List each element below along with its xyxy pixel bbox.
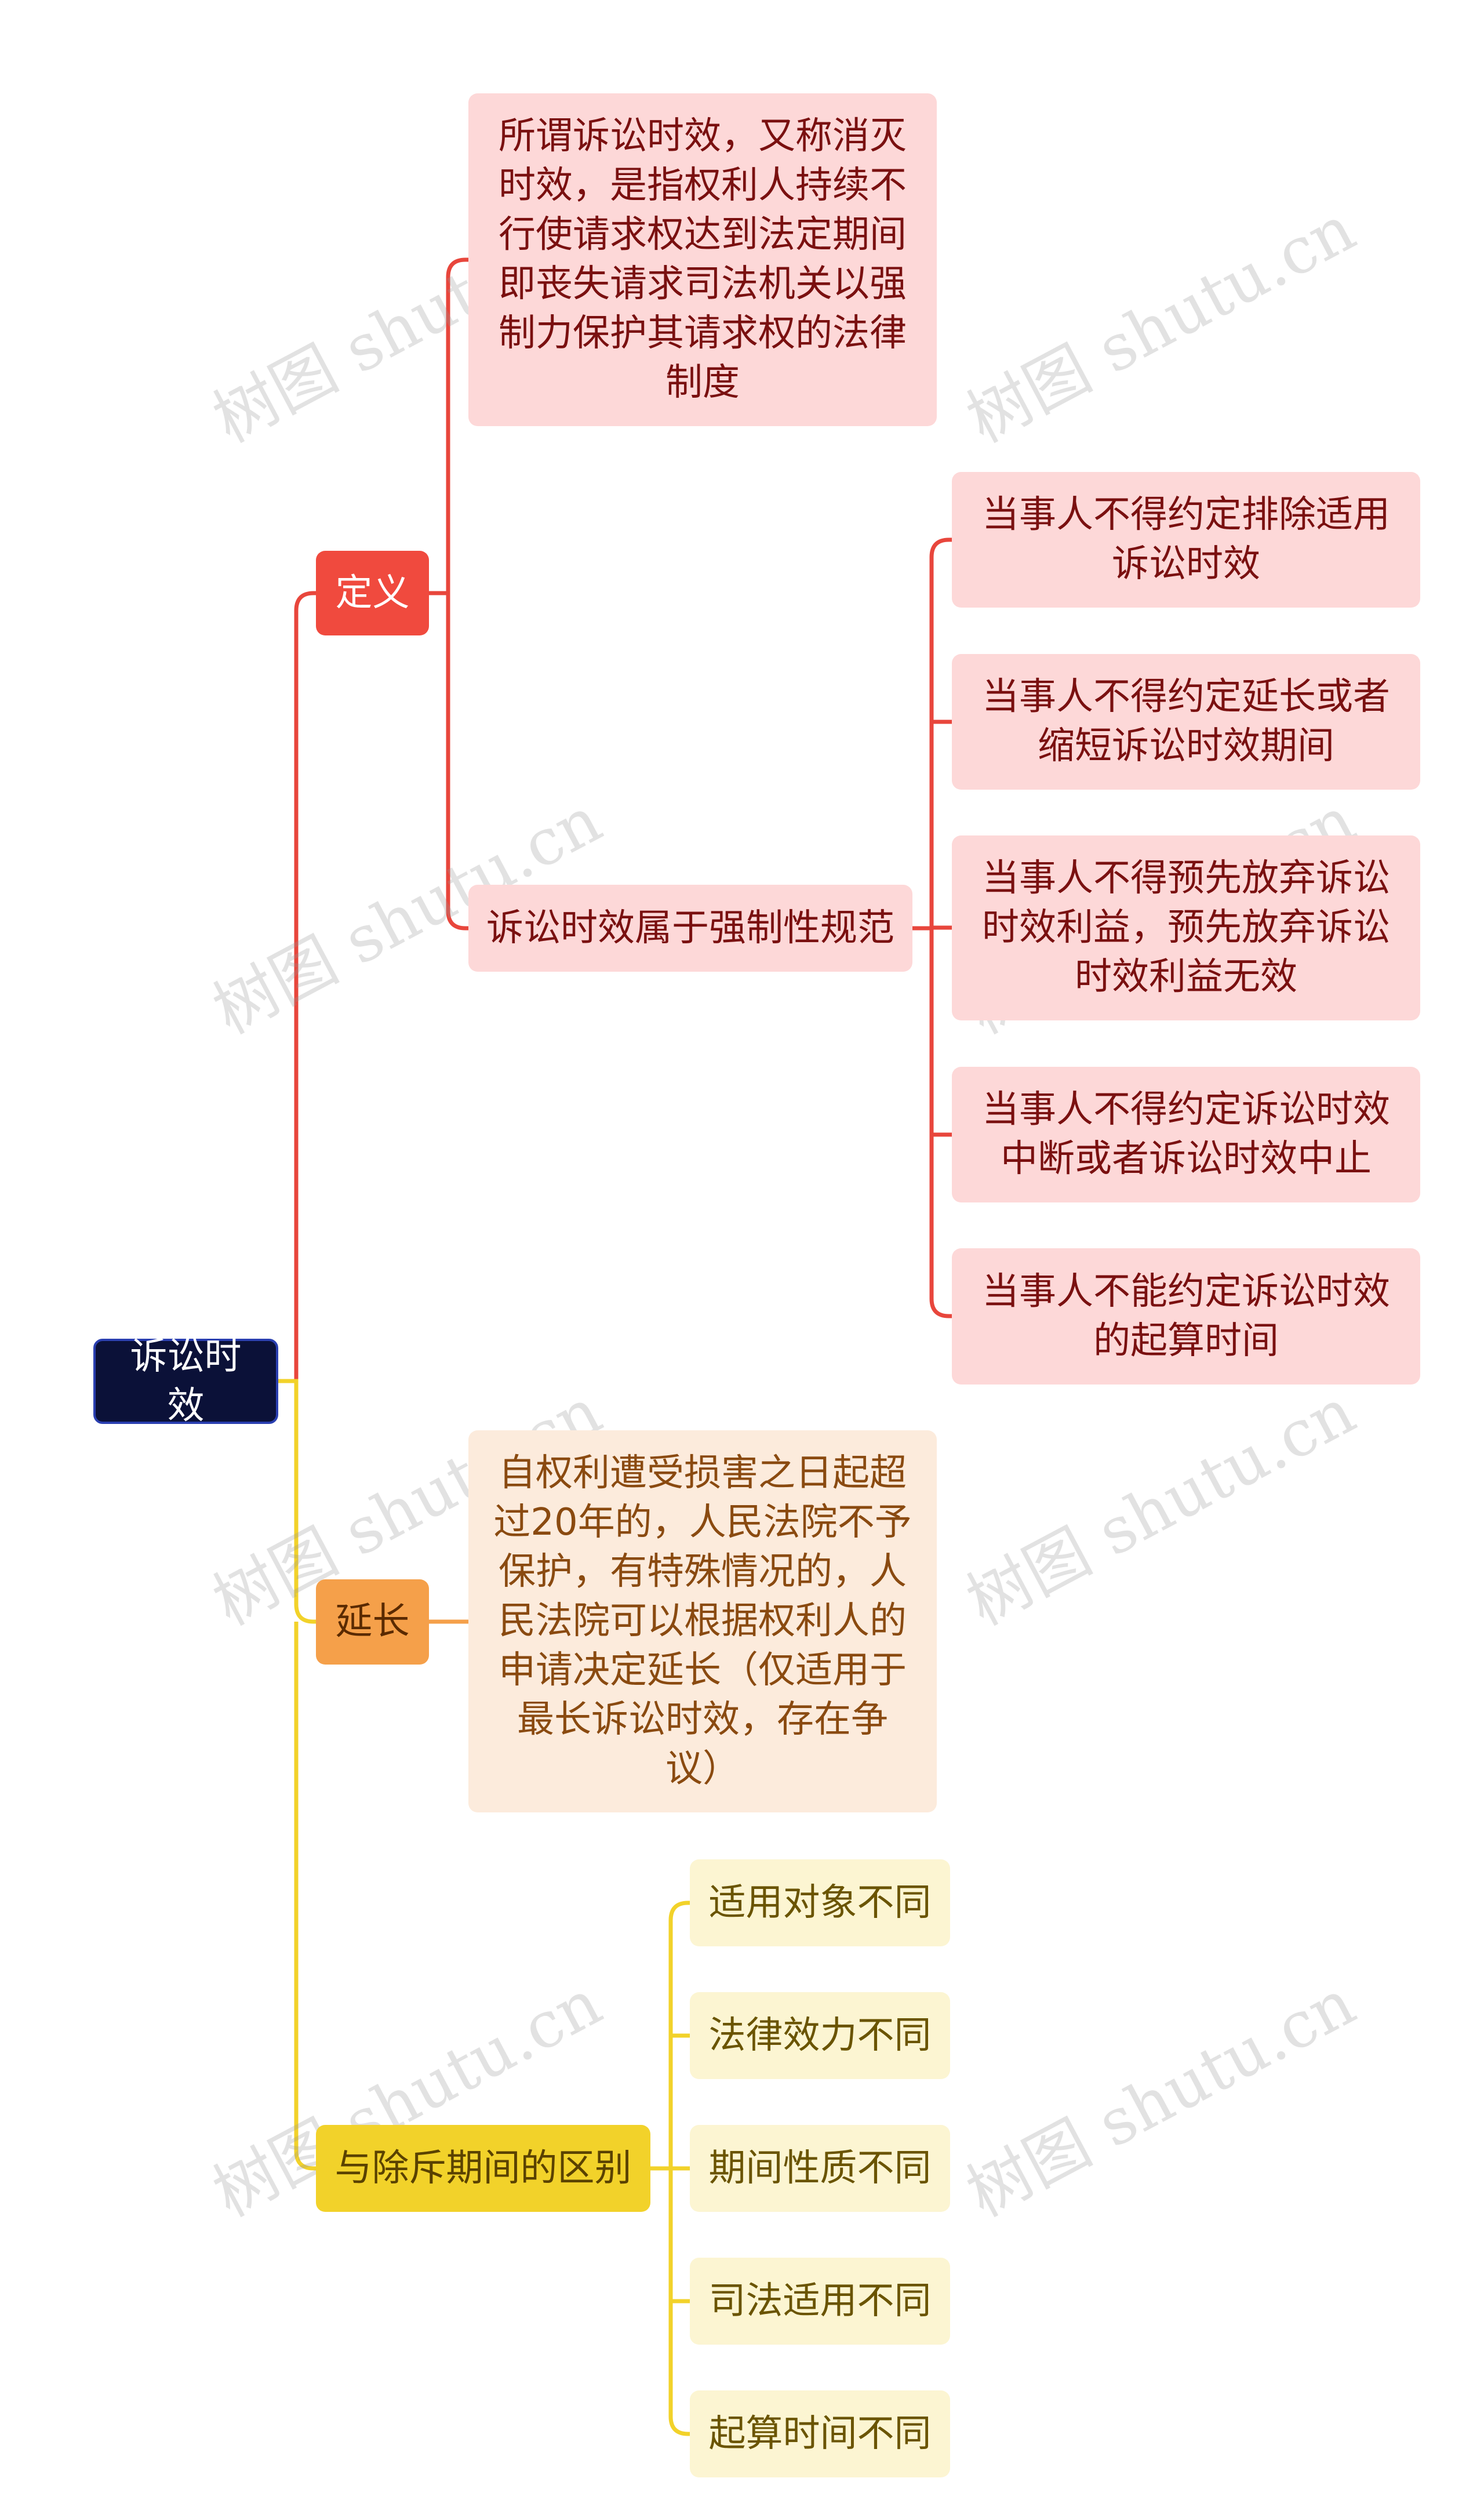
difference-item-node[interactable]: 法律效力不同 — [690, 1992, 950, 2079]
difference-item-node[interactable]: 适用对象不同 — [690, 1859, 950, 1946]
difference-item-node[interactable]: 司法适用不同 — [690, 2258, 950, 2345]
definition-node[interactable]: 定义 — [316, 551, 429, 635]
mandatory-item-node[interactable]: 当事人不得约定延长或者缩短诉讼时效期间 — [952, 654, 1420, 790]
difference-item-node[interactable]: 起算时间不同 — [690, 2390, 950, 2477]
mandatory-item-node[interactable]: 当事人不得约定排除适用诉讼时效 — [952, 472, 1420, 608]
connector-def-mandatory — [446, 593, 468, 931]
connector-root-definition — [278, 591, 316, 1383]
difference-node[interactable]: 与除斥期间的区别 — [316, 2125, 650, 2212]
extension-text-node[interactable]: 自权利遭受损害之日起超过20年的，人民法院不予保护，有特殊情况的，人民法院可以根… — [468, 1430, 937, 1812]
mandatory-item-node[interactable]: 当事人不得预先放弃诉讼时效利益，预先放弃诉讼时效利益无效 — [952, 835, 1420, 1020]
difference-item-node[interactable]: 期间性质不同 — [690, 2125, 950, 2212]
root-node[interactable]: 诉讼时效 — [93, 1335, 278, 1427]
mandatory-item-node[interactable]: 当事人不得约定诉讼时效中断或者诉讼时效中止 — [952, 1067, 1420, 1202]
connector-root-extension — [278, 1379, 316, 1624]
mandatory-item-node[interactable]: 当事人不能约定诉讼时效的起算时间 — [952, 1248, 1420, 1385]
definition-text-node[interactable]: 所谓诉讼时效，又称消灭时效，是指权利人持续不行使请求权达到法定期间即丧失请求司法… — [468, 93, 937, 426]
mandatory-norm-node[interactable]: 诉讼时效属于强制性规范 — [468, 885, 912, 972]
extension-node[interactable]: 延长 — [316, 1579, 429, 1665]
connector-def-text — [429, 257, 468, 595]
connector-root-difference — [294, 1622, 316, 2171]
